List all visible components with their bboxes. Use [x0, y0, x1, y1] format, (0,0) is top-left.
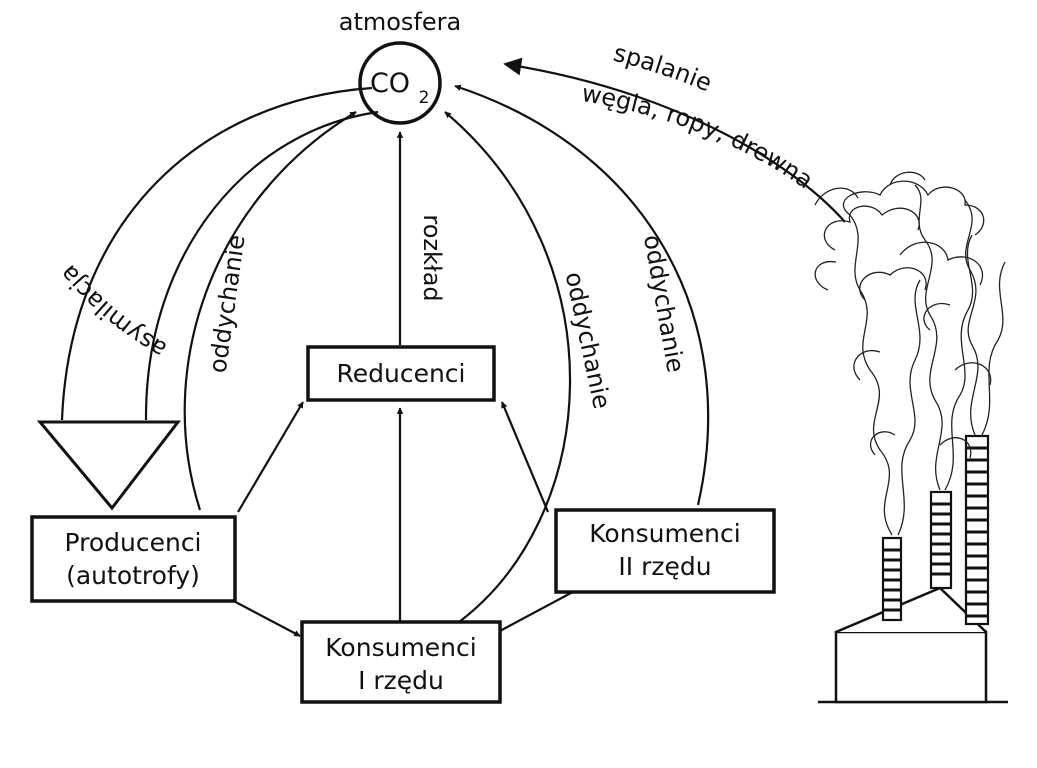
respiration-arrow-producers: oddychanie	[183, 111, 357, 511]
chimney-medium	[929, 490, 953, 590]
consumers1-label-line2: I rzędu	[358, 666, 444, 695]
co2-subscript: 2	[419, 88, 430, 108]
consumers2-label-line1: Konsumenci	[589, 519, 740, 548]
smoke-icon	[814, 171, 1006, 536]
assimilation-arrow: asymilacja	[36, 86, 379, 511]
co2-circle	[358, 41, 442, 125]
burning-label-line2: węgla, ropy, drewna	[580, 79, 819, 194]
consumers1-label-line1: Konsumenci	[325, 633, 476, 662]
food-chain-arrows	[227, 401, 585, 637]
producers-label-line2: (autotrofy)	[66, 561, 200, 590]
burning-arrow: spalanie węgla, ropy, drewna	[503, 39, 846, 223]
respiration-label-producers: oddychanie	[204, 233, 251, 375]
decomposition-arrow: rozkład	[396, 131, 446, 345]
consumers2-label-line2: II rzędu	[618, 552, 711, 581]
atmosphere-label: atmosfera	[339, 8, 461, 36]
co2-label: CO	[370, 68, 410, 99]
consumers1-box: Konsumenci I rzędu	[300, 620, 502, 704]
reducers-box: Reducenci	[306, 345, 496, 402]
chimney-tall	[964, 434, 990, 626]
factory-icon	[818, 434, 1008, 704]
co2-main: CO	[370, 68, 410, 99]
chimney-short	[881, 536, 903, 622]
reducers-label: Reducenci	[336, 359, 465, 388]
producers-label-line1: Producenci	[64, 528, 201, 557]
respiration-label-consumers2: oddychanie	[638, 233, 690, 375]
producers-box: Producenci (autotrofy)	[30, 515, 237, 603]
atmosphere-node: atmosfera CO 2	[339, 8, 461, 125]
decomposition-label: rozkład	[418, 214, 446, 301]
consumers2-box: Konsumenci II rzędu	[554, 508, 776, 594]
assimilation-arrowhead	[36, 420, 182, 511]
